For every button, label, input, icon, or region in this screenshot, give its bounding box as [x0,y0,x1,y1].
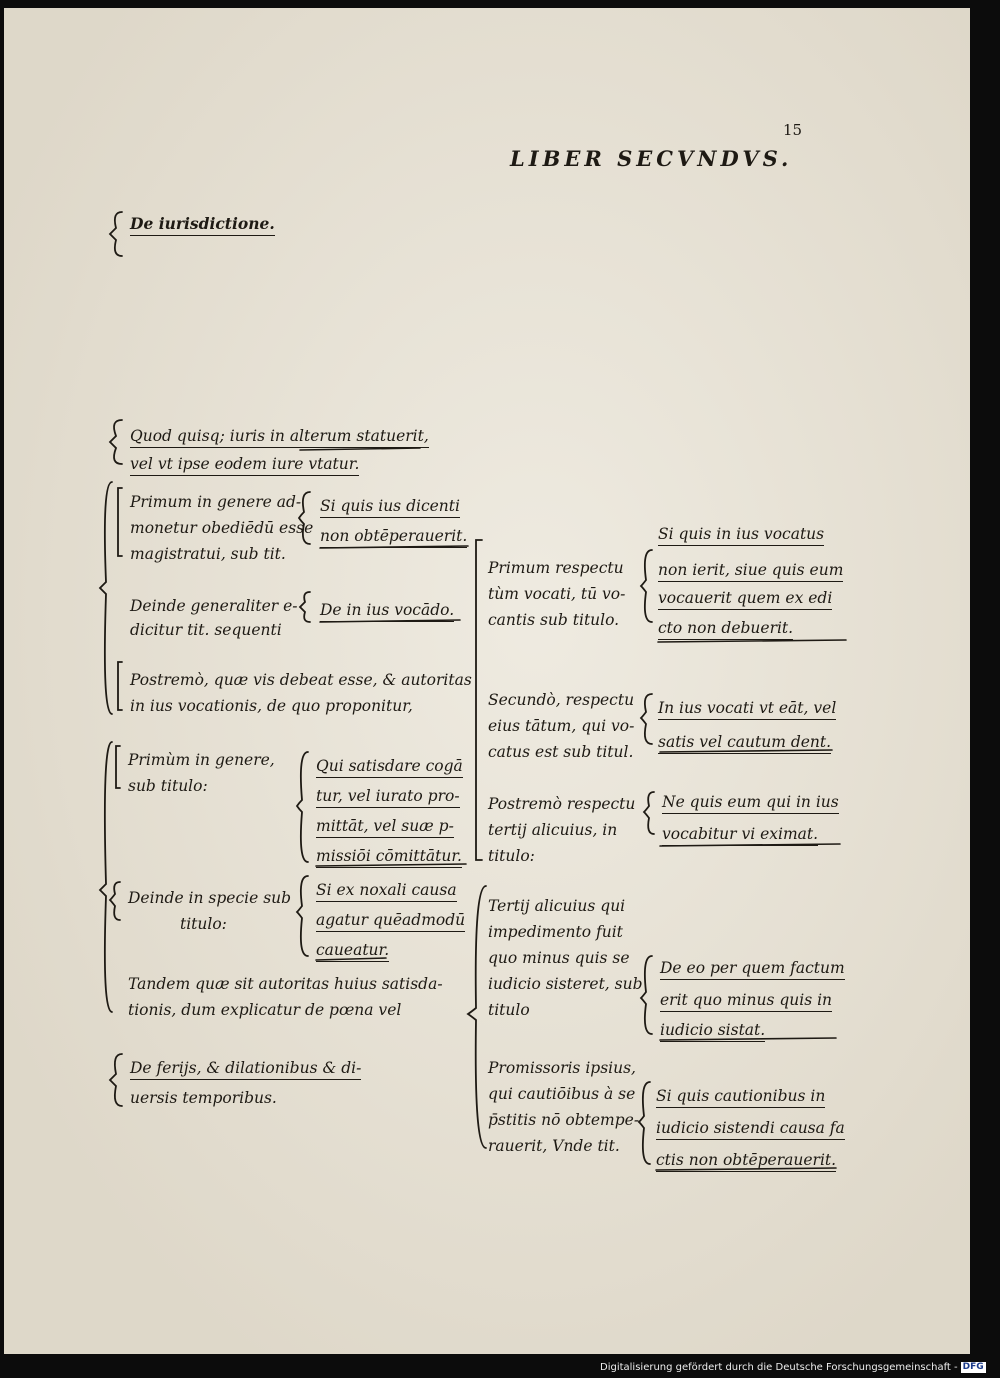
si-quis-cautionibus-line-3: ctis non obtēperauerit. [656,1150,837,1172]
statute-line-1: Quod quisq; iuris in alterum statuerit, [130,426,429,448]
de-ferijs-line-2: uersis temporibus. [130,1089,277,1107]
si-quis-cautionibus-line-2: iudicio sistendi causa fa [656,1118,845,1140]
primum-genere-titulo-line-2: sub titulo: [128,777,208,795]
qui-satisdare-line-4: missiōi cōmittātur. [316,846,462,868]
promissoris-line-3: p̄stitis nō obtempe- [488,1111,640,1129]
section-title: De iurisdictione. [130,214,275,236]
qui-satisdare-line-3: mittāt, vel suæ p- [316,816,454,838]
tandem-line-2: tionis, dum explicatur de pœna vel [128,1001,402,1019]
in-ius-vocati-line-2: satis vel cautum dent. [658,732,832,754]
postremo-vis-line-2: in ius vocationis, de quo proponitur, [130,697,413,715]
secundo-respectu-line-3: catus est sub titul. [488,743,634,761]
si-quis-vocatus-line-1: Si quis in ius vocatus [658,524,825,546]
secundo-respectu-line-1: Secundò, respectu [488,691,635,709]
primum-respectu-line-1: Primum respectu [488,559,624,577]
ne-quis-eum-line-2: vocabitur vi eximat. [662,824,819,846]
si-quis-vocatus-line-2: non ierit, siue quis eum [658,560,844,582]
primum-genere-line-1: Primum in genere ad- [130,493,302,511]
in-ius-vocati-line-1: In ius vocati vt eāt, vel [658,698,837,720]
book-page: 15 LIBER SECVNDVS. De iurisdictione. Quo… [4,8,970,1354]
primum-genere-titulo-line-1: Primùm in genere, [128,751,275,769]
promissoris-line-1: Promissoris ipsius, [488,1059,636,1077]
postremo-tertij-line-2: tertij alicuius, in [488,821,618,839]
de-ferijs-line-1: De ferijs, & dilationibus & di- [130,1058,362,1080]
tertij-alicuius-line-3: quo minus quis se [488,949,630,967]
dfg-logo: DFG [960,1361,986,1373]
running-head: LIBER SECVNDVS. [510,146,793,171]
primum-genere-line-2: monetur obediēdū esse [130,519,314,537]
statute-line-2: vel vt ipse eodem iure vtatur. [130,454,360,476]
si-quis-dicenti-line-1: Si quis ius dicenti [320,496,460,518]
tandem-line-1: Tandem quæ sit autoritas huius satisda- [128,975,443,993]
postremo-vis-line-1: Postremò, quæ vis debeat esse, & autorit… [130,671,472,689]
primum-genere-line-3: magistratui, sub tit. [130,545,286,563]
deinde-generaliter-line-2: dicitur tit. sequenti [130,621,282,639]
si-ex-noxali-line-3: caueatur. [316,940,390,962]
tertij-alicuius-line-1: Tertij alicuius qui [488,897,626,915]
si-quis-vocatus-line-4: cto non debuerit. [658,618,794,640]
secundo-respectu-line-2: eius tātum, qui vo- [488,717,635,735]
primum-respectu-line-2: tùm vocati, tū vo- [488,585,626,603]
si-quis-vocatus-line-3: vocauerit quem ex edi [658,588,833,610]
si-ex-noxali-line-1: Si ex noxali causa [316,880,457,902]
si-quis-dicenti-line-2: non obtēperauerit. [320,526,468,548]
de-in-ius-vocando: De in ius vocādo. [320,600,455,622]
tertij-alicuius-line-5: titulo [488,1001,530,1019]
de-eo-per-quem-line-1: De eo per quem factum [660,958,845,980]
de-eo-per-quem-line-2: erit quo minus quis in [660,990,833,1012]
digitization-footer: Digitalisierung gefördert durch die Deut… [600,1360,996,1376]
si-quis-cautionibus-line-1: Si quis cautionibus in [656,1086,826,1108]
postremo-tertij-line-3: titulo: [488,847,535,865]
ne-quis-eum-line-1: Ne quis eum qui in ius [662,792,839,814]
primum-respectu-line-3: cantis sub titulo. [488,611,620,629]
tertij-alicuius-line-4: iudicio sisteret, sub [488,975,643,993]
qui-satisdare-line-2: tur, vel iurato pro- [316,786,460,808]
qui-satisdare-line-1: Qui satisdare cogā [316,756,463,778]
page-number: 15 [783,121,803,139]
promissoris-line-4: rauerit, Vnde tit. [488,1137,620,1155]
footer-text: Digitalisierung gefördert durch die Deut… [600,1362,958,1373]
deinde-specie-line-2: titulo: [180,915,227,933]
tertij-alicuius-line-2: impedimento fuit [488,923,623,941]
deinde-specie-line-1: Deinde in specie sub [128,889,292,907]
deinde-generaliter-line-1: Deinde generaliter e- [130,597,298,615]
de-eo-per-quem-line-3: iudicio sistat. [660,1020,766,1042]
si-ex-noxali-line-2: agatur quēadmodū [316,910,466,932]
promissoris-line-2: qui cautiōibus à se [488,1085,636,1103]
postremo-tertij-line-1: Postremò respectu [488,795,636,813]
